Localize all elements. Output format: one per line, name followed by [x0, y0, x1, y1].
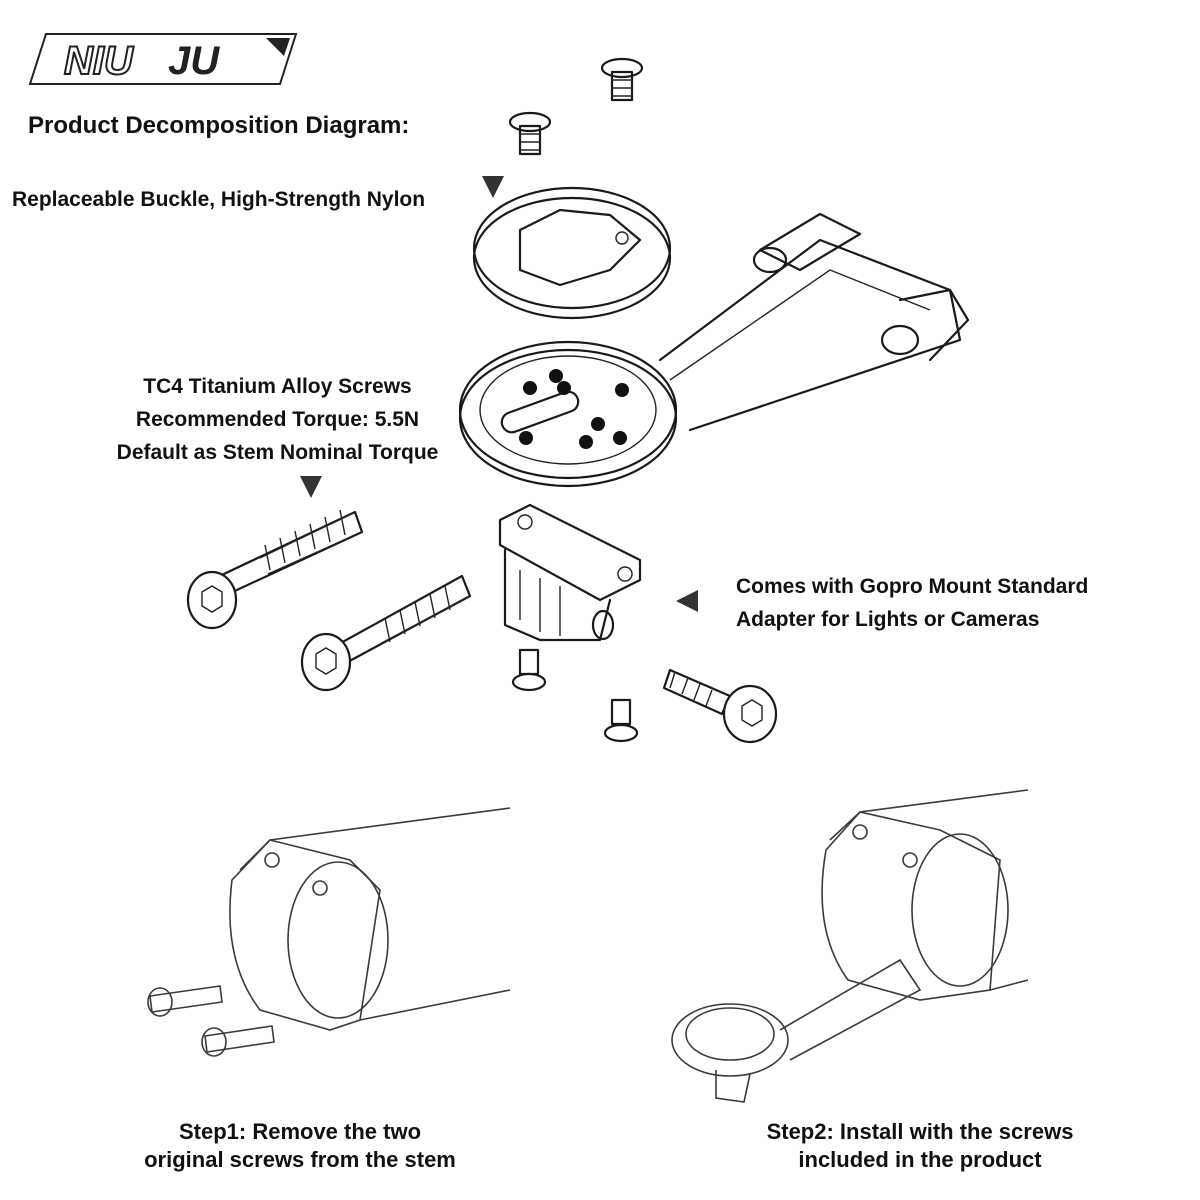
caption-step2-line1: Step2: Install with the screws [766, 1119, 1074, 1144]
logo-text-niu: NIU [64, 39, 134, 83]
gopro-bolt [662, 668, 778, 744]
logo-mark: NIU JU [28, 33, 298, 85]
label-gopro-line2: Adapter for Lights or Cameras [736, 608, 1040, 631]
arrow-left-icon [676, 590, 698, 612]
label-buckle: Replaceable Buckle, High-Strength Nylon [12, 188, 426, 211]
mount-body [458, 212, 970, 488]
logo-text-ju: JU [168, 39, 220, 83]
stem-step2 [671, 789, 1029, 1103]
label-screws-line1: TC4 Titanium Alloy Screws [143, 375, 412, 398]
arrow-down-icon [300, 476, 322, 498]
label-screws: TC4 Titanium Alloy Screws Recommended To… [90, 370, 465, 469]
caption-step1-line2: original screws from the stem [144, 1147, 456, 1172]
label-screws-line2: Recommended Torque: 5.5N [135, 408, 420, 431]
caption-step2-line2: included in the product [798, 1147, 1042, 1172]
small-screw-bottom-right [603, 698, 639, 743]
label-gopro: Comes with Gopro Mount Standard Adapter … [736, 570, 1088, 636]
caption-step1: Step1: Remove the two original screws fr… [110, 1118, 490, 1174]
long-screw-lower [300, 574, 472, 692]
page-title: Product Decomposition Diagram: [28, 112, 410, 139]
caption-step2: Step2: Install with the screws included … [730, 1118, 1110, 1174]
small-screw-top-right [600, 57, 644, 102]
small-screw-top-left [508, 111, 552, 156]
label-screws-line3: Default as Stem Nominal Torque [116, 441, 439, 464]
label-gopro-line1: Comes with Gopro Mount Standard [736, 575, 1089, 598]
stem-step1 [147, 807, 511, 1057]
small-screw-bottom-left [511, 648, 547, 692]
arrow-down-icon [482, 176, 504, 198]
long-screw-upper [186, 509, 364, 630]
caption-step1-line1: Step1: Remove the two [178, 1119, 422, 1144]
gopro-adapter [498, 503, 642, 642]
brand-logo: NIU JU [28, 28, 303, 90]
replaceable-buckle [472, 186, 672, 320]
